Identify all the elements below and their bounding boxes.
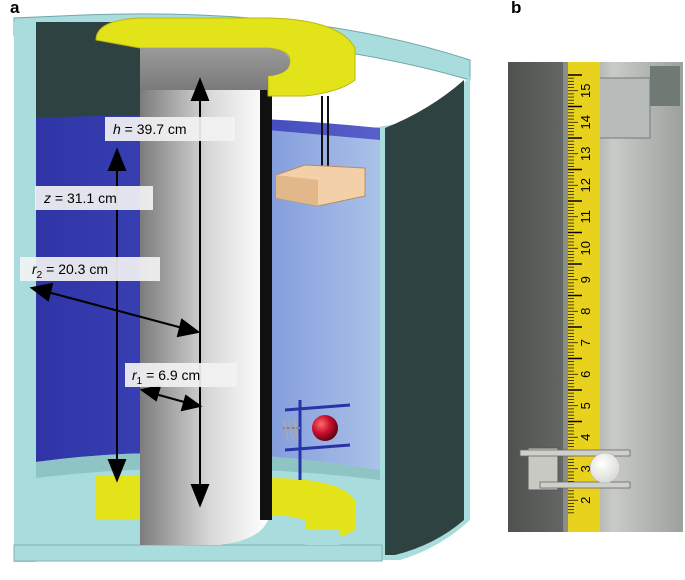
bottom-yellow-notch bbox=[305, 530, 340, 545]
label-box-h bbox=[105, 117, 235, 141]
arrowhead-h-top bbox=[190, 77, 210, 101]
inner-column-edge bbox=[260, 90, 272, 520]
bottom-yellow-ring bbox=[96, 475, 140, 520]
top-yellow-ring bbox=[95, 17, 356, 97]
photo-bracket-2 bbox=[539, 481, 631, 489]
ruler-tick-label: 6 bbox=[578, 371, 593, 378]
white-ball bbox=[589, 452, 621, 484]
arrowhead-r2-right bbox=[176, 318, 201, 338]
ruler-tick-label: 7 bbox=[578, 339, 593, 346]
photo-bracket bbox=[519, 449, 631, 457]
cylinder-tank-diagram: h = 39.7 cm z = 31.1 cm r2 = 20.3 cm r1 … bbox=[13, 13, 471, 562]
weight-box-front bbox=[276, 175, 318, 206]
arrowhead-r2-left bbox=[29, 282, 54, 302]
ruler-tick-label: 9 bbox=[578, 276, 593, 283]
label-box-z bbox=[35, 186, 153, 210]
label-h: h = 39.7 cm bbox=[113, 121, 187, 137]
label-box-r2 bbox=[20, 257, 160, 281]
arrowhead-r1-left bbox=[139, 384, 162, 402]
dimension-arrows bbox=[29, 77, 210, 508]
inner-column bbox=[140, 40, 268, 545]
arrowhead-z-top bbox=[107, 147, 127, 171]
ruler-tick-label: 14 bbox=[578, 115, 593, 129]
panel-letter-b: b bbox=[511, 0, 522, 17]
inner-column-top bbox=[140, 48, 290, 90]
water-region-right bbox=[268, 130, 380, 520]
ruler-tick-label: 4 bbox=[578, 434, 593, 441]
ruler-tick-label: 5 bbox=[578, 402, 593, 409]
ruler-tick-label: 3 bbox=[578, 465, 593, 472]
tank-wall-dark-right bbox=[385, 80, 464, 555]
ruler-tick-label: 2 bbox=[578, 497, 593, 504]
ruler-tick-label: 10 bbox=[578, 241, 593, 255]
label-z: z = 31.1 cm bbox=[43, 190, 117, 206]
bottom-yellow-ring-right bbox=[268, 478, 355, 540]
ruler-tick-label: 15 bbox=[578, 84, 593, 98]
panel-letter-a: a bbox=[10, 0, 20, 17]
label-r2: r2 = 20.3 cm bbox=[32, 261, 108, 281]
arrowhead-z-bottom bbox=[107, 459, 127, 483]
label-r1: r1 = 6.9 cm bbox=[132, 367, 200, 387]
tank-rim-left bbox=[14, 22, 36, 562]
ruler-tick-label: 13 bbox=[578, 147, 593, 161]
arrow-r2 bbox=[39, 289, 191, 331]
ruler-tick-label: 8 bbox=[578, 308, 593, 315]
ruler-tick-label: 12 bbox=[578, 178, 593, 192]
trigger-mechanism bbox=[283, 400, 351, 480]
photo-top-box-right bbox=[650, 66, 680, 106]
photo-ruler-ball: 15 14 13 12 11 10 9 8 7 6 5 4 3 2 bbox=[508, 62, 683, 532]
arrowhead-h-bottom bbox=[190, 484, 210, 508]
label-box-r1 bbox=[125, 363, 237, 387]
red-ball bbox=[312, 415, 338, 441]
arrowhead-r1-right bbox=[180, 394, 203, 412]
ruler-tick-label: 11 bbox=[578, 210, 593, 224]
tank-base bbox=[13, 544, 383, 562]
